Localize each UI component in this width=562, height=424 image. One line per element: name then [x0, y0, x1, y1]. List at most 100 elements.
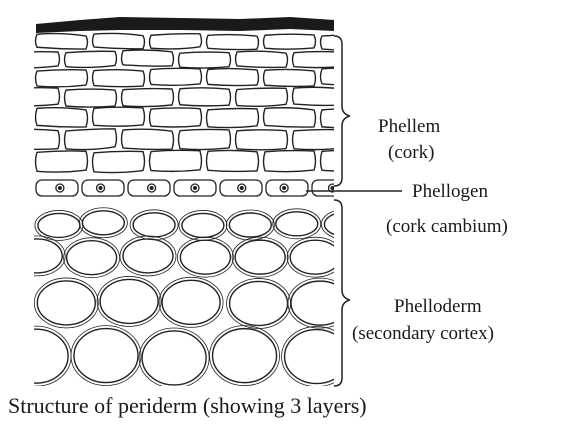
- nucleolus: [149, 185, 154, 191]
- phellogen-cell: [311, 179, 334, 197]
- nucleolus: [98, 185, 103, 191]
- phellem-sublabel: (cork): [388, 142, 434, 163]
- cork-cell: [34, 32, 89, 50]
- phelloderm-cell: [132, 212, 176, 238]
- cork-cell: [148, 149, 203, 173]
- phelloderm-label: Phelloderm: [394, 296, 482, 317]
- cork-cell: [63, 128, 118, 151]
- nucleolus: [192, 185, 198, 191]
- phelloderm-bracket: [333, 199, 351, 387]
- cork-cell: [205, 107, 260, 129]
- cork-cell: [34, 128, 61, 150]
- phelloderm-cell: [34, 238, 63, 274]
- cork-cell: [262, 68, 317, 88]
- phelloderm-cell: [290, 280, 334, 326]
- cork-cell: [262, 33, 317, 50]
- cork-cell: [120, 49, 175, 67]
- phelloderm-cells: [34, 207, 334, 386]
- nucleolus: [239, 185, 244, 191]
- cork-cell: [291, 128, 334, 151]
- cork-cell: [205, 33, 260, 51]
- phelloderm-cell: [211, 327, 278, 384]
- cork-cell: [91, 106, 146, 127]
- cell-wall: [70, 325, 142, 386]
- phelloderm-cell: [73, 327, 139, 384]
- cork-cell: [34, 150, 89, 173]
- cork-cell: [234, 50, 289, 69]
- phellogen-label: Phellogen: [412, 181, 488, 202]
- cork-cell: [63, 88, 118, 108]
- phellogen-cells: [35, 179, 334, 197]
- cell-wall: [34, 325, 72, 386]
- phelloderm-cell: [65, 240, 118, 276]
- cork-cell: [148, 32, 203, 50]
- phellogen-sublabel: (cork cambium): [386, 216, 508, 237]
- phelloderm-cell: [141, 330, 207, 386]
- phellem-cork-cells: [34, 32, 334, 174]
- cell-wall: [287, 277, 334, 329]
- phellem-bracket: [333, 35, 351, 187]
- cell-wall: [158, 276, 224, 328]
- nucleus: [146, 183, 157, 193]
- cork-cell: [34, 106, 89, 128]
- cell-wall: [138, 327, 210, 386]
- cork-cell: [234, 129, 289, 151]
- phelloderm-cell: [37, 212, 81, 239]
- cork-cell: [319, 67, 334, 86]
- nucleus: [190, 183, 200, 193]
- nucleus: [237, 183, 247, 193]
- tissue-section: [34, 17, 334, 386]
- cork-cell: [262, 149, 317, 173]
- phelloderm-cell: [323, 213, 334, 236]
- phelloderm-sublabel: (secondary cortex): [352, 323, 494, 344]
- cell-wall: [209, 325, 280, 386]
- cell-wall: [78, 207, 128, 239]
- phellogen-cell: [35, 179, 79, 197]
- cell-wall: [176, 236, 234, 278]
- cell-wall: [178, 210, 228, 241]
- cork-cell: [177, 87, 232, 107]
- phellogen-cell: [265, 179, 309, 197]
- cell-wall: [63, 237, 121, 279]
- phelloderm-cell: [36, 280, 96, 326]
- cork-cell: [291, 86, 334, 107]
- phellogen-cell: [219, 179, 263, 197]
- cork-cell: [148, 67, 203, 87]
- phelloderm-cell: [99, 278, 159, 325]
- cork-cell: [262, 107, 317, 128]
- cork-cell: [148, 107, 203, 128]
- phelloderm-cell: [228, 212, 273, 238]
- cork-cell: [34, 69, 89, 88]
- phelloderm-cell: [181, 212, 225, 239]
- cork-cell: [205, 149, 260, 173]
- cell-wall: [226, 278, 291, 329]
- figure-caption: Structure of periderm (showing 3 layers): [8, 393, 367, 418]
- phelloderm-cell: [275, 211, 319, 237]
- cork-cell: [63, 50, 118, 69]
- phelloderm-cell: [122, 238, 174, 274]
- phelloderm-cell: [81, 210, 126, 236]
- cell-wall: [320, 210, 334, 238]
- nucleolus: [57, 185, 62, 191]
- cork-cell: [34, 50, 61, 69]
- cork-cell: [205, 67, 260, 87]
- nucleus: [327, 183, 334, 193]
- nucleus: [95, 183, 106, 193]
- cell-wall: [231, 236, 289, 278]
- cell-wall: [281, 326, 334, 386]
- cell-wall: [119, 235, 177, 277]
- phellogen-cell: [127, 179, 171, 197]
- cork-cell: [234, 87, 289, 108]
- nucleus: [279, 183, 289, 193]
- phelloderm-cell: [161, 279, 221, 326]
- cork-cell: [291, 50, 334, 69]
- cork-cell: [34, 87, 61, 107]
- cork-cell: [91, 32, 146, 50]
- cork-cell: [177, 51, 232, 69]
- cell-wall: [34, 235, 66, 277]
- nucleolus: [330, 185, 334, 191]
- cork-cell: [319, 149, 334, 172]
- cell-wall: [34, 277, 99, 329]
- cork-cell: [120, 87, 175, 108]
